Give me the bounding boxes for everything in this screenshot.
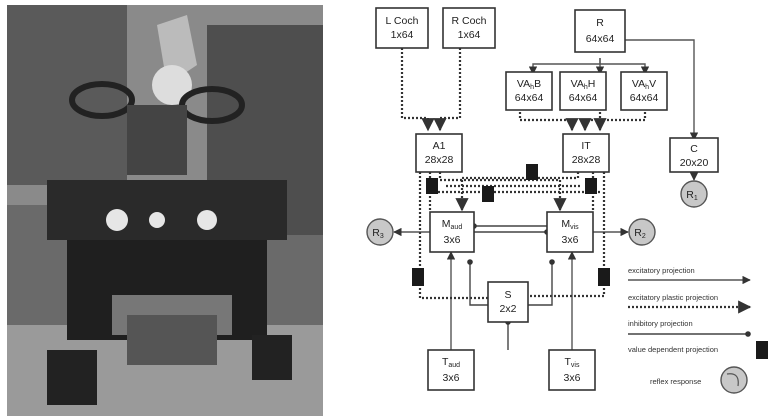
node-rcoch: R Coch 1x64 bbox=[443, 8, 495, 48]
svg-text:VAhH: VAhH bbox=[571, 78, 596, 91]
svg-text:3x6: 3x6 bbox=[443, 372, 460, 384]
svg-text:IT: IT bbox=[581, 140, 591, 152]
svg-text:1x64: 1x64 bbox=[458, 29, 481, 41]
svg-text:S: S bbox=[504, 289, 511, 301]
node-mvis: Mvis 3x6 bbox=[547, 212, 593, 252]
node-r: R 64x64 bbox=[575, 10, 625, 52]
svg-text:A1: A1 bbox=[433, 140, 446, 152]
reflex-icon bbox=[721, 367, 747, 393]
node-lcoch: L Coch 1x64 bbox=[376, 8, 428, 48]
svg-text:20x20: 20x20 bbox=[680, 157, 709, 169]
svg-text:64x64: 64x64 bbox=[586, 33, 615, 45]
svg-text:3x6: 3x6 bbox=[562, 234, 579, 246]
legend-value-label: value dependent projection bbox=[628, 345, 718, 354]
svg-text:R Coch: R Coch bbox=[451, 15, 486, 27]
node-maud: Maud 3x6 bbox=[430, 212, 474, 252]
node-tvis: Tvis 3x6 bbox=[549, 350, 595, 390]
node-vab: VAhB 64x64 bbox=[506, 72, 552, 110]
node-a1: A1 28x28 bbox=[416, 134, 462, 172]
svg-text:64x64: 64x64 bbox=[630, 92, 659, 104]
svg-text:28x28: 28x28 bbox=[425, 154, 454, 166]
node-c: C 20x20 bbox=[670, 138, 718, 172]
node-it: IT 28x28 bbox=[563, 134, 609, 172]
svg-text:64x64: 64x64 bbox=[569, 92, 598, 104]
node-s: S 2x2 bbox=[488, 282, 528, 322]
svg-text:VAhV: VAhV bbox=[632, 78, 656, 91]
node-vav: VAhV 64x64 bbox=[621, 72, 667, 110]
svg-text:VAhB: VAhB bbox=[517, 78, 541, 91]
legend-inhibitory-label: inhibitory projection bbox=[628, 319, 693, 328]
reflex-r3: R3 bbox=[367, 219, 393, 245]
legend-plastic-label: excitatory plastic projection bbox=[628, 293, 718, 302]
svg-text:64x64: 64x64 bbox=[515, 92, 544, 104]
reflex-r1: R1 bbox=[681, 181, 707, 207]
value-block-icon bbox=[756, 341, 768, 359]
svg-text:L Coch: L Coch bbox=[386, 15, 419, 27]
legend-reflex-label: reflex response bbox=[650, 377, 701, 386]
node-taud: Taud 3x6 bbox=[428, 350, 474, 390]
svg-text:C: C bbox=[690, 143, 698, 155]
svg-text:3x6: 3x6 bbox=[444, 234, 461, 246]
legend: excitatory projection excitatory plastic… bbox=[628, 266, 768, 393]
node-vah: VAhH 64x64 bbox=[560, 72, 606, 110]
reflex-r2: R2 bbox=[629, 219, 655, 245]
svg-text:1x64: 1x64 bbox=[391, 29, 414, 41]
svg-text:2x2: 2x2 bbox=[500, 303, 517, 315]
svg-text:28x28: 28x28 bbox=[572, 154, 601, 166]
svg-text:3x6: 3x6 bbox=[564, 372, 581, 384]
legend-excitatory-label: excitatory projection bbox=[628, 266, 695, 275]
svg-text:R: R bbox=[596, 17, 604, 29]
